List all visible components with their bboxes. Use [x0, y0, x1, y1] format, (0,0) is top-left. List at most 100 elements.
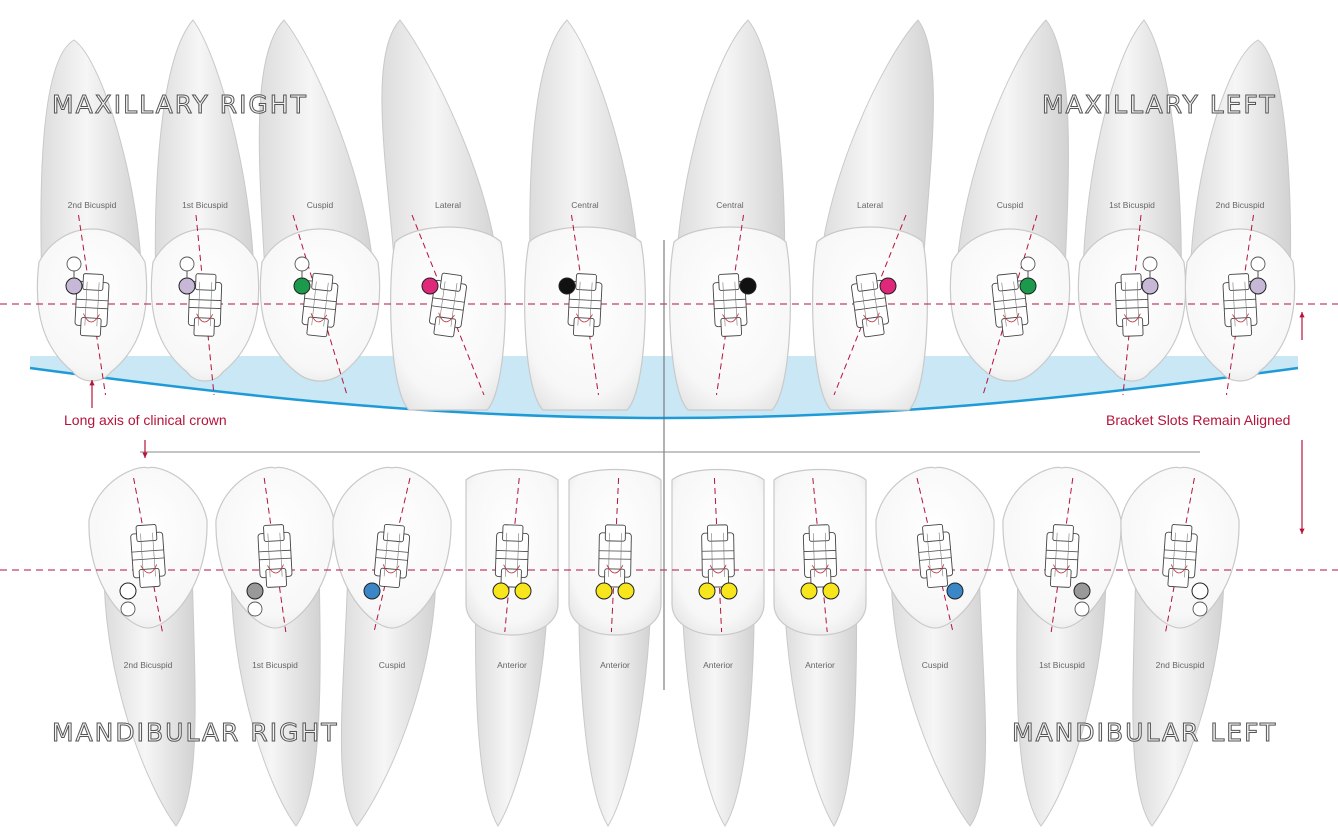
bracket-tie-wing-top	[922, 524, 943, 542]
bracket-tie-wing-top	[1121, 274, 1142, 291]
lower-tooth-name: Anterior	[703, 660, 733, 670]
bracket-tie-wing-top	[195, 274, 216, 291]
bracket-tie-wing-bottom	[194, 318, 215, 337]
lower-tooth-name: Cuspid	[379, 660, 406, 670]
upper-tooth-name: Central	[571, 200, 599, 210]
bracket-slot-top	[599, 551, 631, 552]
upper-tooth-name: Central	[716, 200, 744, 210]
upper-tooth-name: 2nd Bicuspid	[68, 200, 117, 210]
bracket-tie-wing-top	[1228, 274, 1249, 291]
upper-color-dot	[740, 278, 756, 294]
lower-color-dot	[364, 583, 380, 599]
bracket-tie-wing-top	[809, 525, 830, 542]
bracket-tie-wing-top	[1171, 524, 1192, 541]
upper-tooth-name: 1st Bicuspid	[1109, 200, 1155, 210]
upper-color-dot	[1142, 278, 1158, 294]
bracket-tie-wing-top	[440, 273, 462, 292]
upper-color-dot	[1020, 278, 1036, 294]
bracket-tie-wing-bottom	[573, 317, 594, 336]
lower-tooth-name: 2nd Bicuspid	[1156, 660, 1205, 670]
lower-color-dot	[699, 583, 715, 599]
bracket-tie-wing-top	[312, 273, 334, 291]
bracket-tie-wing-top	[1053, 525, 1074, 542]
bracket-tie-wing-bottom	[1122, 318, 1143, 337]
bracket-tie-wing-bottom	[379, 568, 400, 588]
bracket-tie-wing-top	[576, 274, 597, 291]
lower-tooth-name: 1st Bicuspid	[1039, 660, 1085, 670]
lower-color-dot	[493, 583, 509, 599]
upper-color-dot	[559, 278, 575, 294]
lower-color-dot	[120, 583, 136, 599]
upper-tooth-name: Cuspid	[307, 200, 334, 210]
lower-color-dot	[823, 583, 839, 599]
slots-aligned-annotation: Bracket Slots Remain Aligned	[1106, 412, 1290, 428]
long-axis-annotation: Long axis of clinical crown	[64, 412, 227, 428]
upper-hook-ball	[295, 257, 309, 271]
bracket-tie-wing-bottom	[721, 317, 742, 336]
bracket-tie-wing-top	[136, 524, 157, 541]
bracket-tie-wing-top	[856, 273, 878, 292]
upper-color-dot	[422, 278, 438, 294]
lower-color-dot	[618, 583, 634, 599]
bracket-slot-bottom	[702, 559, 734, 560]
lower-hook-ball	[248, 602, 262, 616]
bracket-tie-wing-bottom	[434, 316, 456, 337]
bracket-tie-wing-bottom	[1050, 568, 1071, 587]
bracket-tie-wing-top	[383, 524, 404, 542]
bracket-tie-wing-top	[718, 274, 739, 291]
bracket-tie-wing-top	[263, 525, 284, 542]
quadrant-label-mandibular-left: MANDIBULAR LEFT	[1012, 718, 1277, 747]
lower-tooth-name: Anterior	[805, 660, 835, 670]
aligned-arrow-down-head	[1299, 529, 1304, 534]
bracket-slot-bottom	[599, 559, 631, 560]
upper-tooth-name: Lateral	[435, 200, 461, 210]
lower-hook-ball	[1193, 602, 1207, 616]
upper-tooth-name: Cuspid	[997, 200, 1024, 210]
bracket-tie-wing-top	[997, 273, 1019, 291]
lower-tooth-name: 2nd Bicuspid	[124, 660, 173, 670]
bracket-tie-wing-top	[83, 274, 104, 291]
bracket-tie-wing-bottom	[1231, 317, 1252, 336]
quadrant-label-maxillary-right: MAXILLARY RIGHT	[52, 90, 308, 119]
bracket-tie-wing-bottom	[80, 317, 101, 336]
lower-color-dot	[1074, 583, 1090, 599]
upper-hook-ball	[1143, 257, 1157, 271]
upper-hook-ball	[1021, 257, 1035, 271]
lower-hook-ball	[1075, 602, 1089, 616]
lower-tooth-name: Anterior	[497, 660, 527, 670]
bracket-tie-wing-bottom	[926, 568, 947, 588]
bracket-tie-wing-bottom	[139, 568, 160, 587]
lower-tooth-name: 1st Bicuspid	[252, 660, 298, 670]
upper-hook-ball	[67, 257, 81, 271]
lower-color-dot	[947, 583, 963, 599]
bracket-slot-top	[702, 551, 734, 552]
upper-color-dot	[66, 278, 82, 294]
axis-arrow-down-head	[142, 453, 147, 458]
lower-color-dot	[801, 583, 817, 599]
lower-color-dot	[247, 583, 263, 599]
bracket-tie-wing-top	[707, 525, 727, 541]
bracket-tie-wing-bottom	[1002, 317, 1024, 337]
lower-color-dot	[515, 583, 531, 599]
upper-tooth-name: Lateral	[857, 200, 883, 210]
aligned-arrow-up-head	[1299, 312, 1304, 317]
quadrant-label-maxillary-left: MAXILLARY LEFT	[1042, 90, 1277, 119]
upper-color-dot	[1250, 278, 1266, 294]
lower-tooth-name: Cuspid	[922, 660, 949, 670]
lower-color-dot	[721, 583, 737, 599]
lower-color-dot	[1192, 583, 1208, 599]
upper-tooth-name: 1st Bicuspid	[182, 200, 228, 210]
upper-color-dot	[294, 278, 310, 294]
quadrant-label-mandibular-right: MANDIBULAR RIGHT	[52, 718, 339, 747]
bracket-tie-wing-bottom	[266, 568, 287, 587]
upper-tooth-name: 2nd Bicuspid	[1216, 200, 1265, 210]
bracket-tie-wing-bottom	[307, 317, 329, 337]
upper-color-dot	[880, 278, 896, 294]
lower-tooth-name: Anterior	[600, 660, 630, 670]
bracket-tie-wing-top	[605, 525, 625, 541]
lower-hook-ball	[121, 602, 135, 616]
bracket-tie-wing-bottom	[862, 316, 884, 337]
lower-color-dot	[596, 583, 612, 599]
bracket-tie-wing-bottom	[1168, 568, 1189, 587]
